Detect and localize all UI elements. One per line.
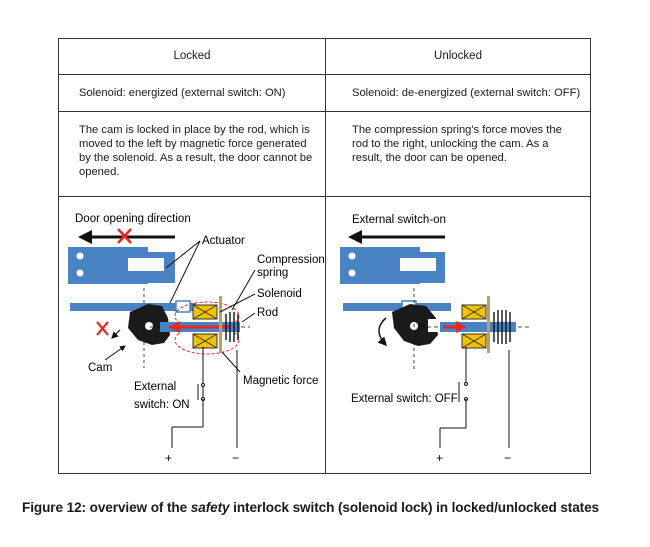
external-switch-off [439, 347, 510, 448]
actuator-plate [68, 247, 175, 284]
compression-spring-label-1: Compression [257, 254, 325, 266]
locked-diagram: Door opening direction Actuator [68, 213, 325, 465]
caption-prefix: Figure 12: overview of the [22, 500, 191, 515]
actuator-bar [70, 303, 196, 311]
actuator-label: Actuator [202, 235, 245, 247]
solenoid-coil-bottom [461, 333, 487, 349]
solenoid-frame [487, 296, 490, 353]
external-switch-off-label: External switch: OFF [351, 393, 458, 405]
compression-spring-label-2: spring [257, 267, 288, 279]
table-row-divider [59, 196, 590, 197]
rod-label: Rod [257, 307, 278, 319]
blocked-x-icon [117, 228, 132, 244]
table-column-divider [325, 39, 326, 473]
minus-terminal: − [504, 451, 511, 465]
plus-terminal: + [165, 451, 172, 465]
solenoid-coil-top [192, 304, 218, 320]
external-switch-label-1: External [134, 381, 176, 393]
comparison-table: Locked Unlocked Solenoid: energized (ext… [58, 38, 591, 474]
rod-movement-arrow [443, 321, 466, 333]
magnetic-force-label: Magnetic force [243, 375, 318, 387]
door-direction-label: Door opening direction [75, 213, 191, 225]
unlocked-state: Solenoid: de-energized (external switch:… [352, 87, 581, 99]
external-switch-on [171, 347, 238, 448]
unlocked-diagram: External switch-on [340, 214, 532, 465]
caption-italic: safety [190, 500, 230, 515]
compression-spring [493, 310, 511, 344]
solenoid-label: Solenoid [257, 288, 302, 300]
plus-terminal: + [436, 451, 443, 465]
caption-suffix: interlock switch (solenoid lock) in lock… [229, 500, 600, 515]
compression-spring [225, 312, 239, 342]
figure-caption: Figure 12: overview of the safety interl… [22, 500, 599, 515]
door-direction-arrow [348, 230, 445, 244]
actuator-bar [343, 303, 451, 311]
unlocked-description: The compression spring's force moves the… [352, 124, 562, 164]
cam-label: Cam [88, 362, 112, 374]
minus-terminal: − [232, 451, 239, 465]
door-direction-arrow [78, 230, 175, 244]
locked-state: Solenoid: energized (external switch: ON… [79, 87, 286, 99]
actuator-plate [340, 247, 445, 284]
rod [440, 322, 516, 332]
locked-description: The cam is locked in place by the rod, w… [79, 124, 313, 178]
solenoid-coil-bottom [192, 333, 218, 349]
locked-header: Locked [173, 50, 211, 62]
external-switch-label-2: switch: ON [134, 399, 190, 411]
external-switch-on-label: External switch-on [352, 214, 446, 226]
solenoid-coil-top [461, 304, 487, 320]
unlocked-header: Unlocked [434, 50, 482, 62]
cam-blocked-x-icon [96, 321, 109, 336]
table-row-divider [59, 74, 590, 75]
table-row-divider [59, 111, 590, 112]
solenoid-frame [219, 296, 222, 353]
